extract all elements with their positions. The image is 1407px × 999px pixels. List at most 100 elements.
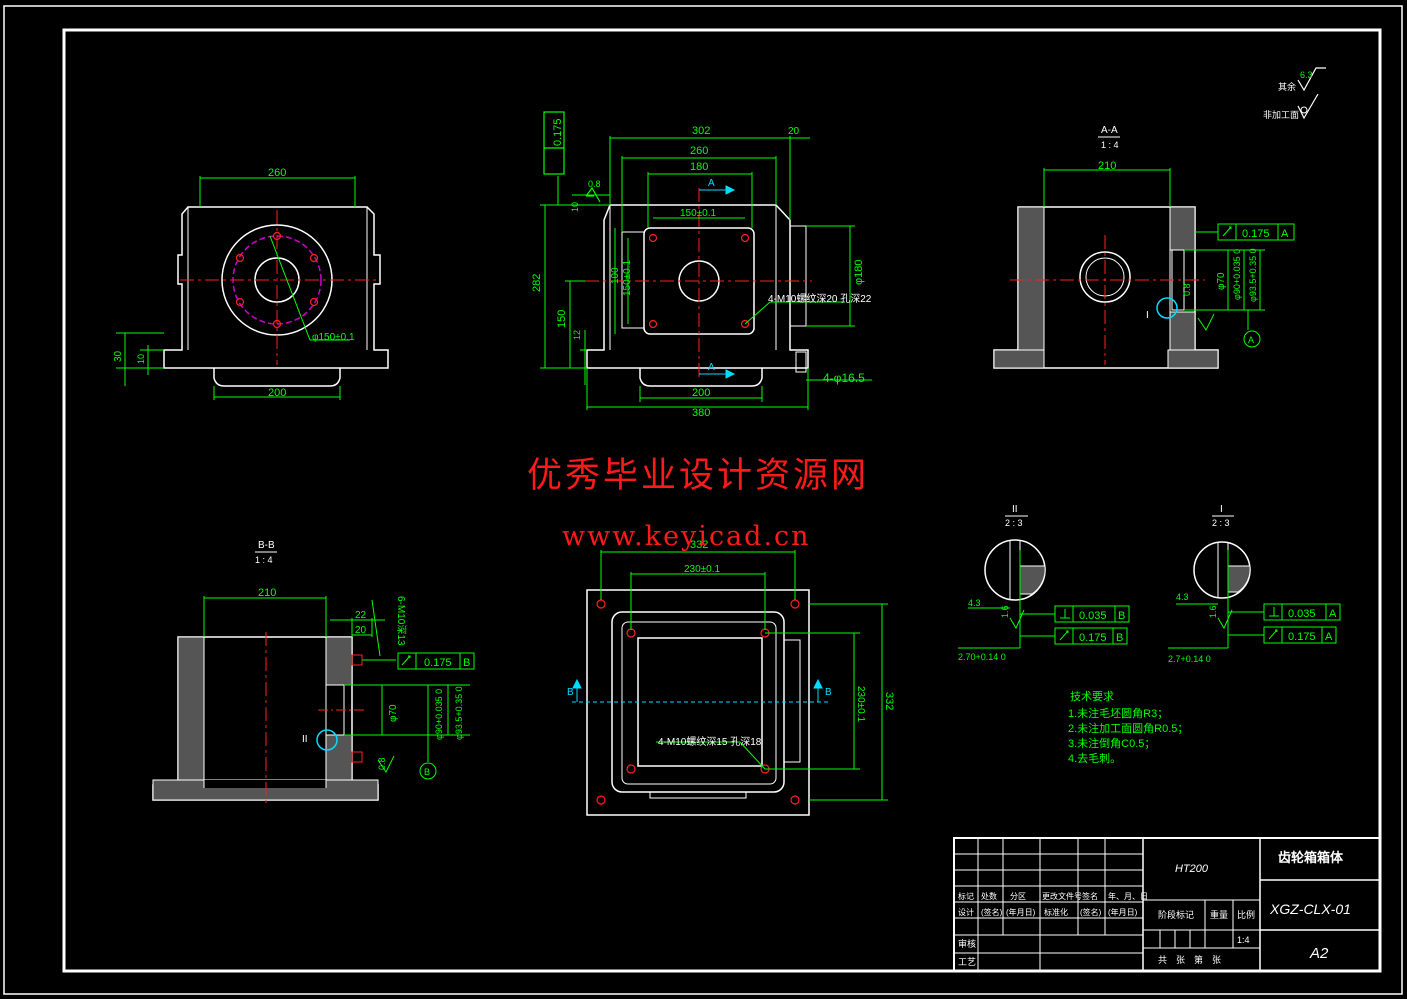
aa-scale: 1 : 4	[1101, 140, 1119, 150]
standard-date: (年月日)	[1108, 907, 1138, 917]
top-dim-100: 100	[610, 267, 621, 284]
tech-req-item: 3.未注倒角C0.5；	[1068, 736, 1155, 750]
bottom-dim-332: 332	[690, 539, 708, 551]
detail-i-view: I 2 : 3 4.3 1.6 0.035 A 0.175 A 2.7+0.14…	[1168, 504, 1341, 664]
top-dim-282: 282	[531, 274, 543, 292]
detail-ii-scale: 2 : 3	[1005, 518, 1023, 528]
front-dim-height-2: 10	[136, 354, 146, 364]
front-view: 260 200 30 10 φ150±0.1	[113, 167, 389, 400]
standard-sign: (签名)	[1080, 907, 1102, 917]
detail-i-dim-43: 4.3	[1176, 592, 1189, 602]
top-dim-bottom-200: 200	[692, 387, 710, 399]
top-hole-note: 4-φ16.5	[823, 371, 865, 385]
aa-title: A-A	[1101, 125, 1118, 136]
top-dim-12: 12	[572, 330, 582, 340]
top-dia-180: φ180	[853, 260, 865, 286]
aa-runout-datum: A	[1281, 228, 1289, 240]
detail-ii-dim-27: 2.70+0.14 0	[958, 652, 1006, 662]
detail-i-dim-27: 2.7+0.14 0	[1168, 654, 1211, 664]
header-label: 更改文件号	[1042, 891, 1082, 901]
bb-detail-mark: II	[302, 734, 308, 745]
header-label: 标记	[958, 891, 974, 901]
design-sign: (签名)	[981, 907, 1003, 917]
detail-i-scale: 2 : 3	[1212, 518, 1230, 528]
header-label: 年、月、日	[1108, 891, 1148, 901]
top-dim-overall: 302	[692, 125, 710, 137]
detail-i-perp-datum: A	[1329, 608, 1337, 620]
scale-value: 1:4	[1237, 935, 1250, 945]
top-flatness: 0.175	[552, 118, 564, 146]
bb-datum-circle: B	[424, 767, 430, 777]
design-date: (年月日)	[1006, 907, 1036, 917]
bb-thread: 6-M10深13	[395, 596, 407, 646]
watermark-url: www.keyicad.cn	[562, 521, 811, 552]
stage-label: 阶段标记	[1158, 909, 1194, 920]
bb-dia-93: φ93.5+0.35 0	[454, 686, 464, 740]
front-dim-top: 260	[268, 167, 286, 179]
detail-i-runout: 0.175	[1288, 631, 1316, 643]
sheet-size: A2	[1309, 945, 1329, 962]
tech-req-item: 2.未注加工面圆角R0.5；	[1068, 721, 1188, 735]
outer-border	[3, 5, 1403, 995]
aa-runout: 0.175	[1242, 228, 1270, 240]
top-roughness: 0.8	[588, 179, 601, 189]
title-block	[953, 837, 1381, 972]
detail-ii-perp: 0.035	[1079, 610, 1107, 622]
aa-dia-93: φ93.5+0.35 0	[1248, 248, 1258, 302]
roughness-rest-value: 6.3	[1300, 70, 1313, 80]
bb-roughness: 0.8	[377, 757, 387, 770]
detail-ii-perp-datum: B	[1118, 610, 1125, 622]
top-section-mark-1: A	[708, 178, 715, 189]
aa-detail-mark: I	[1146, 310, 1149, 321]
aa-dia-90: φ90+0.035 0	[1232, 249, 1242, 300]
part-name: 齿轮箱箱体	[1278, 850, 1344, 865]
detail-ii-title: II	[1012, 504, 1018, 515]
bottom-dim-332v: 332	[883, 692, 895, 710]
detail-i-roughness: 1.6	[1208, 605, 1218, 618]
detail-i-perp: 0.035	[1288, 608, 1316, 620]
sheets-label: 共 张 第 张	[1158, 954, 1221, 965]
top-dim-180: 180	[690, 161, 708, 173]
bb-runout: 0.175	[424, 657, 452, 669]
standard-label: 标准化	[1044, 907, 1068, 917]
top-thread-note: 4-M10螺纹深20 孔深22	[768, 292, 872, 305]
detail-ii-view: II 2 : 3 4.3 1.6 0.035 B 0.175 B 2.70+0.…	[958, 504, 1130, 662]
bb-dim-210: 210	[258, 587, 276, 599]
aa-dia-70: φ70	[1216, 272, 1227, 290]
header-label: 签名	[1082, 891, 1098, 901]
detail-ii-runout-datum: B	[1116, 632, 1123, 644]
tech-req-item: 4.去毛刺。	[1068, 752, 1121, 765]
detail-ii-roughness: 1.6	[1000, 605, 1010, 618]
bb-scale: 1 : 4	[255, 555, 273, 565]
roughness-non-machined-label: 非加工面	[1263, 109, 1299, 120]
weight-label: 重量	[1210, 909, 1228, 920]
tech-req-title: 技术要求	[1070, 690, 1114, 703]
bottom-view: 332 230±0.1 230±0.1 332 4-M10螺纹深15 孔深18 …	[567, 539, 895, 816]
aa-dim-210: 210	[1098, 160, 1116, 172]
front-dim-height-1: 30	[113, 350, 124, 362]
tech-req-item: 1.未注毛坯圆角R3；	[1068, 706, 1168, 720]
top-dim-150h: 150	[556, 310, 568, 328]
top-dim-10: 10	[570, 202, 580, 212]
design-label: 设计	[958, 907, 974, 917]
bb-runout-datum: B	[463, 657, 470, 669]
bottom-dim-230: 230±0.1	[684, 564, 721, 575]
review-label: 审核	[958, 938, 976, 949]
top-dim-260: 260	[690, 145, 708, 157]
detail-ii-dim-43: 4.3	[968, 598, 981, 608]
detail-i-title: I	[1220, 504, 1223, 515]
front-dim-bottom: 200	[268, 387, 286, 399]
top-dim-offset: 20	[788, 126, 800, 137]
bb-dim-22: 22	[355, 610, 367, 621]
top-dim-150: 150±0.1	[680, 208, 717, 219]
front-hole-circle: φ150±0.1	[312, 332, 355, 343]
top-view: 0.175 0.8 302 20 260 180 150±0.1 150±0.1…	[531, 111, 872, 419]
watermark-title: 优秀毕业设计资源网	[527, 456, 870, 496]
process-label: 工艺	[958, 957, 976, 967]
bottom-thread-note: 4-M10螺纹深15 孔深18	[658, 735, 762, 748]
tech-requirements: 技术要求 1.未注毛坯圆角R3； 2.未注加工面圆角R0.5； 3.未注倒角C0…	[1068, 690, 1188, 765]
header-label: 分区	[1010, 892, 1026, 901]
section-aa-view: A-A 1 : 4 I 210	[993, 125, 1295, 369]
scale-label: 比例	[1237, 909, 1255, 920]
